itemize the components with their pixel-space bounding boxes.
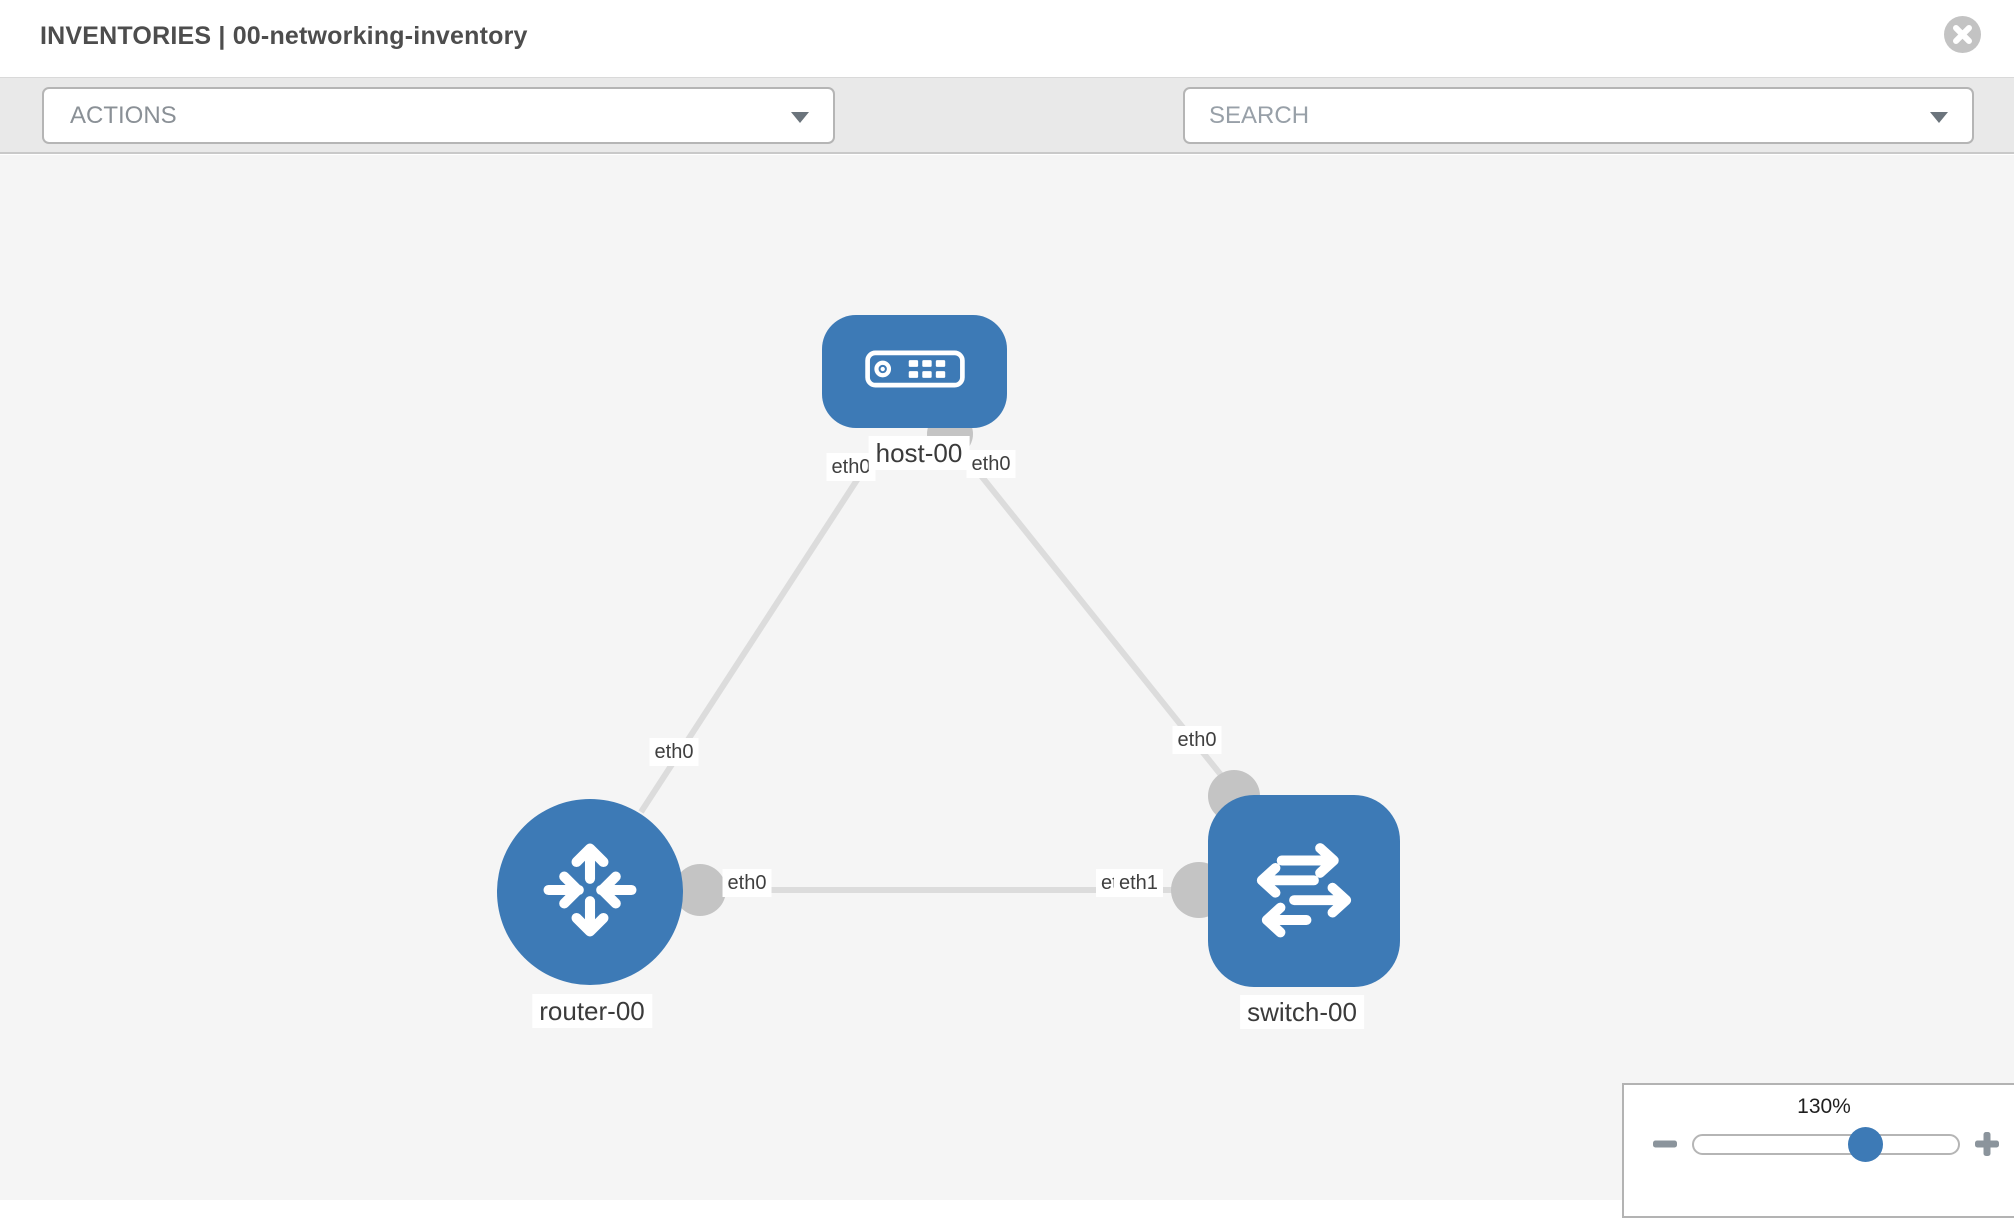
search-dropdown[interactable]: [1183, 87, 1974, 144]
iface-label-host-to-switch: eth0: [966, 450, 1016, 478]
chevron-down-icon: [791, 112, 809, 123]
zoom-level-label: 130%: [1797, 1095, 1851, 1118]
iface-label-router-to-host: eth0: [649, 738, 699, 766]
actions-dropdown-label: ACTIONS: [70, 102, 177, 129]
node-label-router: router-00: [532, 994, 652, 1028]
close-icon: [1944, 16, 1981, 57]
iface-label-switch-to-router: eth1: [1114, 869, 1163, 897]
close-button[interactable]: [1944, 16, 1981, 53]
zoom-slider-track[interactable]: [1692, 1134, 1960, 1155]
router-icon: [534, 834, 646, 951]
zoom-control-panel: 130%: [1622, 1083, 2014, 1218]
iface-label-switch-to-host: eth0: [1172, 726, 1222, 754]
search-input[interactable]: [1209, 89, 1889, 142]
iface-label-router-to-switch: eth0: [722, 869, 772, 897]
page-title: INVENTORIES | 00-networking-inventory: [40, 22, 528, 50]
zoom-slider-thumb[interactable]: [1848, 1127, 1883, 1162]
node-host-00[interactable]: [822, 315, 1007, 428]
node-switch-00[interactable]: [1208, 795, 1400, 987]
node-label-switch: switch-00: [1240, 995, 1364, 1029]
actions-dropdown[interactable]: ACTIONS: [42, 87, 835, 144]
chevron-down-icon: [1930, 112, 1948, 123]
toolbar: ACTIONS: [0, 77, 2014, 207]
panel-header: INVENTORIES | 00-networking-inventory: [0, 0, 2014, 77]
zoom-in-button[interactable]: [1972, 1129, 2002, 1159]
iface-label-host-to-router: eth0: [826, 453, 876, 481]
switch-icon: [1242, 827, 1366, 956]
node-label-host: host-00: [868, 436, 970, 470]
zoom-out-button[interactable]: [1650, 1129, 1680, 1159]
host-icon: [864, 350, 965, 393]
topology-canvas[interactable]: host-00 router-00 switch-00 eth0 eth0 et…: [0, 155, 2014, 1218]
node-router-00[interactable]: [497, 799, 683, 985]
minus-icon: [1650, 1140, 1680, 1163]
plus-icon: [1972, 1132, 2002, 1163]
topology-links: [590, 430, 1304, 893]
